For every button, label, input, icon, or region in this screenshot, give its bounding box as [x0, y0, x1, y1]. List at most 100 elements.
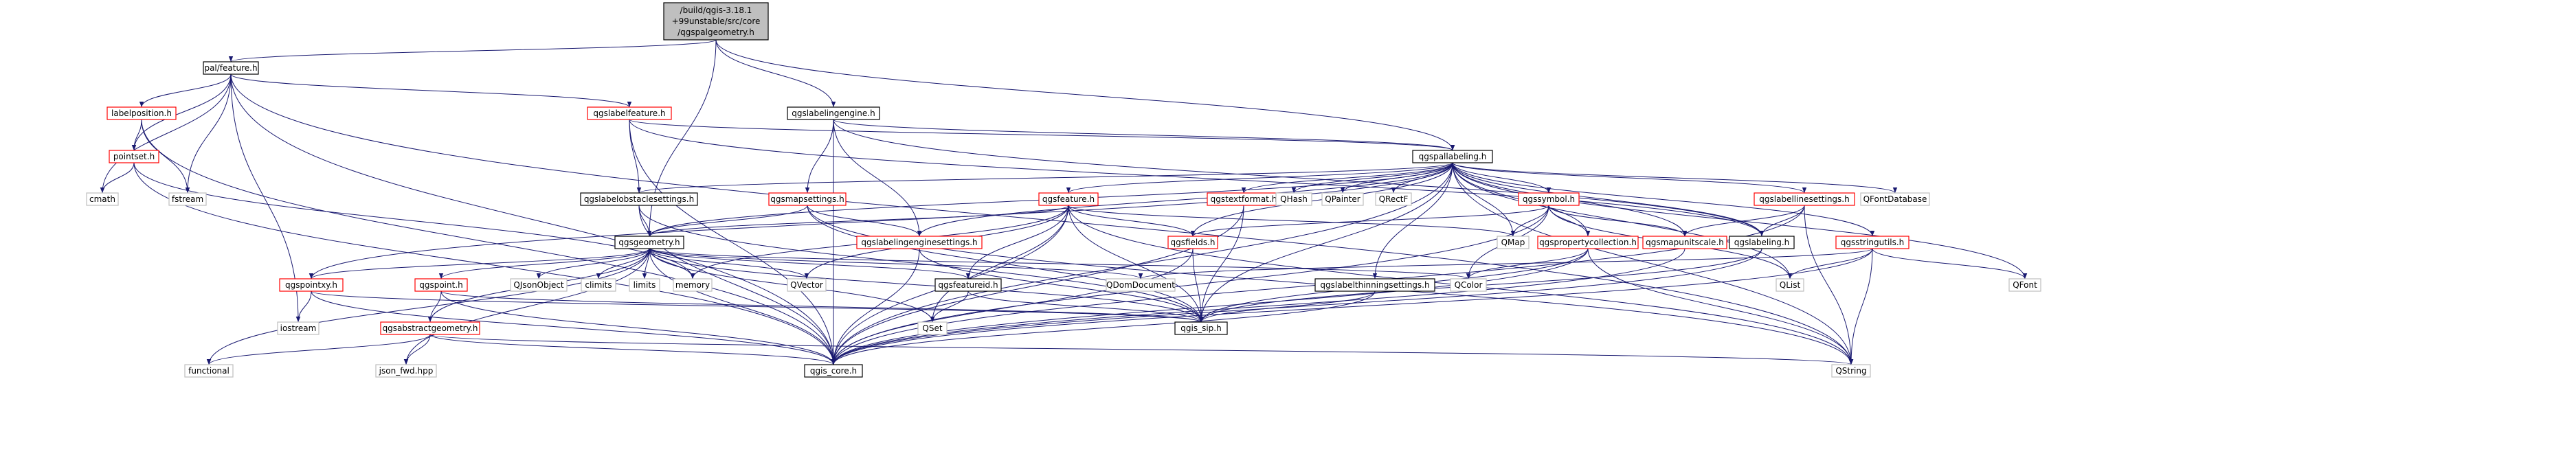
node-qgsgeometry[interactable]: qgsgeometry.h	[614, 236, 684, 249]
node-qgsfeatureid[interactable]: qgsfeatureid.h	[934, 278, 1002, 292]
node-QColor[interactable]: QColor	[1450, 278, 1487, 292]
node-root[interactable]: /build/qgis-3.18.1+99unstable/src/core/q…	[663, 2, 769, 41]
node-box	[1314, 278, 1435, 292]
edge-qgspropertycollection-to-qgis_core	[831, 248, 1589, 365]
node-qgsabstractgeometry[interactable]: qgsabstractgeometry.h	[380, 321, 480, 335]
edge-qgspallabeling-to-qgslabellinesettings	[1452, 162, 1807, 194]
node-label: QFontDatabase	[1863, 194, 1927, 204]
edge-qgspallabeling-to-QMap	[1452, 162, 1516, 237]
edge-qgsgeometry-to-qgspoint	[438, 248, 650, 280]
node-qgslabelingenginesettings[interactable]: qgslabelingenginesettings.h	[856, 236, 983, 249]
node-QDomDocument[interactable]: QDomDocument	[1106, 278, 1176, 292]
edge-qgstextformat-to-qgis_core	[831, 205, 1244, 365]
node-label: qgslabelingenginesettings.h	[861, 238, 977, 247]
node-memory[interactable]: memory	[673, 278, 713, 292]
edge-qgspropertycollection-to-QColor	[1466, 248, 1589, 280]
node-climits[interactable]: climits	[581, 278, 616, 292]
edge-qgslabellinesettings-to-qgsmapunitscale	[1682, 205, 1805, 237]
node-labelposition[interactable]: labelposition.h	[107, 106, 177, 120]
edge-qgssymbol-to-qgsmapunitscale	[1548, 205, 1688, 237]
node-qgsmapunitscale[interactable]: qgsmapunitscale.h	[1642, 236, 1727, 249]
node-box	[804, 364, 863, 378]
edge-qgsstringutils-to-qgis_core	[831, 248, 1873, 365]
node-QFont[interactable]: QFont	[2008, 278, 2041, 292]
node-qgstextformat[interactable]: qgstextformat.h	[1207, 192, 1281, 206]
node-qgspropertycollection[interactable]: qgspropertycollection.h	[1537, 236, 1639, 249]
node-label: QFont	[2013, 280, 2037, 290]
node-QVector[interactable]: QVector	[787, 278, 827, 292]
edge-qgsfeatureid-to-qgis_sip	[967, 290, 1204, 323]
edge-qgspointxy-to-qgis_core	[311, 290, 836, 365]
node-QJsonObject[interactable]: QJsonObject	[510, 278, 568, 292]
node-label: QHash	[1280, 194, 1308, 204]
node-QHash[interactable]: QHash	[1275, 192, 1312, 206]
node-QPainter[interactable]: QPainter	[1321, 192, 1364, 206]
node-qgslabelingengine[interactable]: qgslabelingengine.h	[787, 106, 880, 120]
edge-qgslabelfeature-to-qgslabeling	[629, 119, 1765, 237]
edge-qgsstringutils-to-QString	[1848, 248, 1873, 365]
node-pointset[interactable]: pointset.h	[109, 150, 159, 163]
node-qgslabeling[interactable]: qgslabeling.h	[1729, 236, 1795, 249]
node-box	[375, 364, 437, 378]
node-label: pointset.h	[113, 152, 155, 161]
node-qgslabellinesettings[interactable]: qgslabellinesettings.h	[1754, 192, 1855, 206]
edge-qgslabellinesettings-to-QString	[1804, 205, 1854, 365]
edge-qgslabelingengine-to-qgslabeling	[833, 119, 1765, 237]
node-label: labelposition.h	[111, 109, 172, 118]
node-qgspoint[interactable]: qgspoint.h	[414, 278, 468, 292]
node-qgsfeature[interactable]: qgsfeature.h	[1038, 192, 1099, 206]
node-qgspointxy[interactable]: qgspointxy.h	[279, 278, 344, 292]
edge-qgsfields-to-qgis_sip	[1192, 248, 1204, 323]
edge-qgspallabeling-to-qgslabelobstaclesettings	[637, 162, 1453, 194]
edge-palfeature-to-iostream	[230, 73, 301, 323]
node-box	[1038, 192, 1099, 206]
node-label: qgspallabeling.h	[1419, 152, 1487, 161]
node-label-line: /build/qgis-3.18.1	[680, 5, 752, 15]
node-qgspallabeling[interactable]: qgspallabeling.h	[1412, 150, 1493, 163]
node-palfeature[interactable]: pal/feature.h	[203, 61, 259, 75]
node-label: qgsmapunitscale.h	[1646, 238, 1724, 247]
node-box	[673, 278, 713, 292]
node-label: qgspoint.h	[419, 280, 463, 290]
node-qgis_sip[interactable]: qgis_sip.h	[1174, 321, 1228, 335]
node-fstream[interactable]: fstream	[168, 192, 207, 206]
node-label: qgsfeature.h	[1042, 194, 1095, 204]
node-qgsstringutils[interactable]: qgsstringutils.h	[1835, 236, 1909, 249]
node-qgssymbol[interactable]: qgssymbol.h	[1518, 192, 1580, 206]
edge-qgsstringutils-to-QList	[1787, 248, 1873, 280]
node-box	[787, 106, 880, 120]
edge-qgsstringutils-to-QFont	[1872, 248, 2028, 280]
edge-qgsgeometry-to-qgspointxy	[309, 248, 650, 280]
edge-qgssymbol-to-qgsfields	[1190, 205, 1549, 237]
node-cmath[interactable]: cmath	[86, 192, 119, 206]
edge-palfeature-to-fstream	[185, 73, 232, 194]
node-QMap[interactable]: QMap	[1497, 236, 1530, 249]
node-functional[interactable]: functional	[184, 364, 234, 378]
node-qgis_core[interactable]: qgis_core.h	[804, 364, 863, 378]
node-QSet[interactable]: QSet	[917, 321, 948, 335]
node-qgsfields[interactable]: qgsfields.h	[1167, 236, 1218, 249]
node-limits[interactable]: limits	[629, 278, 660, 292]
node-qgsmapsettings[interactable]: qgsmapsettings.h	[768, 192, 847, 206]
node-box	[1106, 278, 1176, 292]
edge-qgsfeature-to-QMap	[1068, 205, 1515, 237]
node-qgslabelobstaclesettings[interactable]: qgslabelobstaclesettings.h	[580, 192, 698, 206]
edge-qgsabstractgeometry-to-functional	[206, 334, 431, 365]
node-box	[1518, 192, 1580, 206]
node-QString[interactable]: QString	[1831, 364, 1871, 378]
node-qgslabelthinningsettings[interactable]: qgslabelthinningsettings.h	[1314, 278, 1435, 292]
node-QList[interactable]: QList	[1776, 278, 1804, 292]
node-box	[1321, 192, 1364, 206]
node-label: QSet	[922, 323, 942, 333]
node-QRectF[interactable]: QRectF	[1375, 192, 1412, 206]
edge-qgsmapsettings-to-qgis_sip	[807, 205, 1204, 323]
node-box	[787, 278, 827, 292]
edge-qgsfeatureid-to-QSet	[930, 290, 969, 323]
node-box	[581, 278, 616, 292]
node-json_fwd[interactable]: json_fwd.hpp	[375, 364, 437, 378]
node-qgslabelfeature[interactable]: qgslabelfeature.h	[587, 106, 672, 120]
node-label: pal/feature.h	[204, 63, 257, 73]
edge-qgspallabeling-to-QFont	[1452, 162, 2028, 280]
node-QFontDatabase[interactable]: QFontDatabase	[1860, 192, 1930, 206]
node-iostream[interactable]: iostream	[277, 321, 320, 335]
